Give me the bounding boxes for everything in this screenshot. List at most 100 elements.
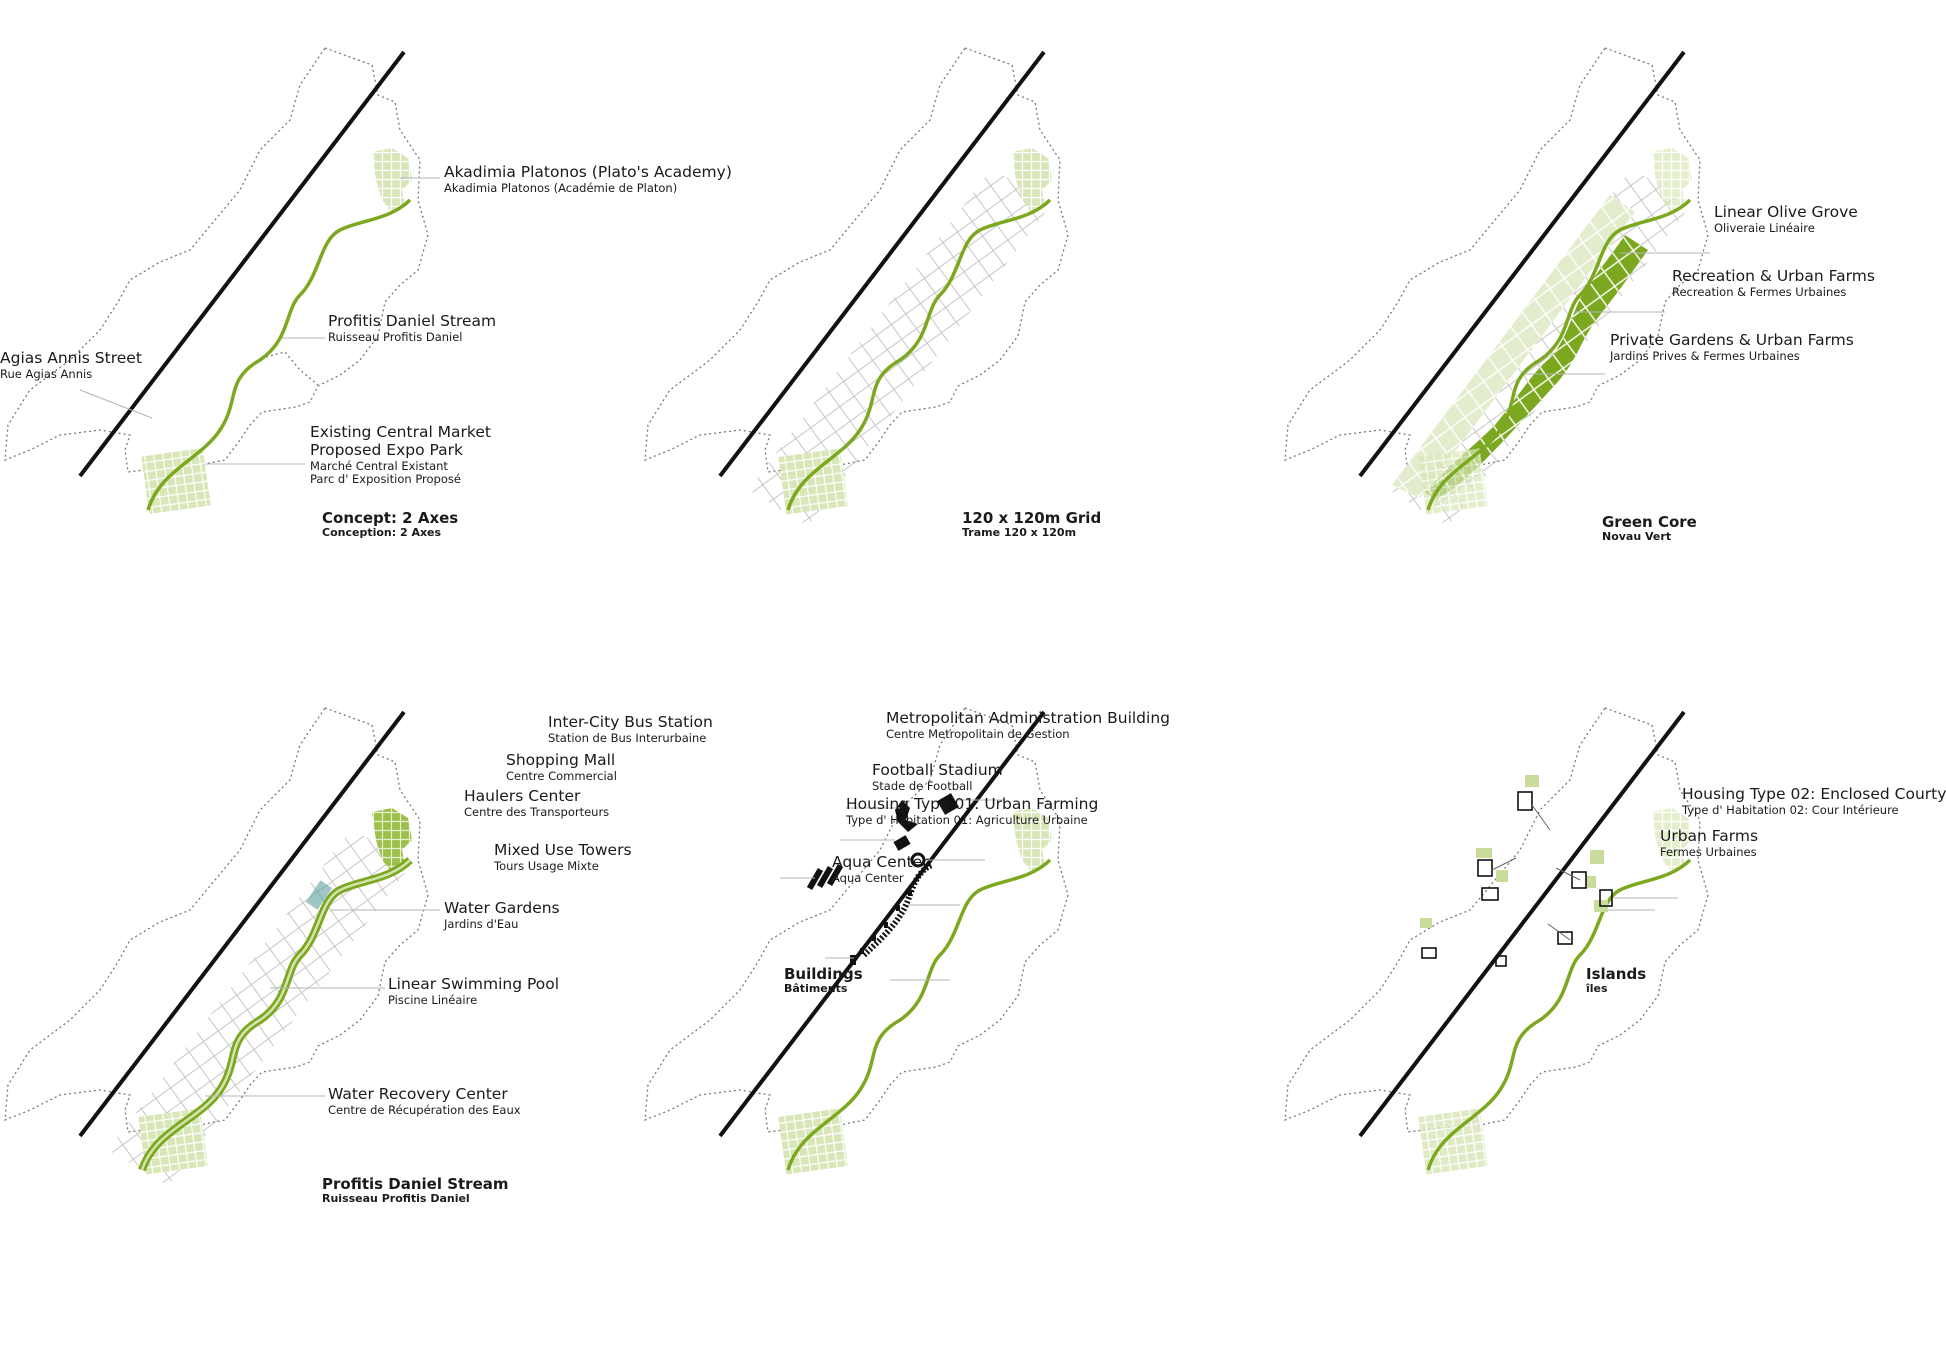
urban-farm-c <box>1496 870 1508 882</box>
courtyard-house-a <box>1517 791 1533 811</box>
academy-area <box>372 148 412 212</box>
stream-pool-inner <box>140 859 411 1171</box>
island-link-a <box>1531 804 1551 831</box>
grid-strip <box>108 828 410 1186</box>
islands-diagram <box>1284 707 1709 1175</box>
academy-area <box>1652 808 1692 872</box>
concept-diagram <box>4 47 440 515</box>
courtyard-house-c <box>1481 887 1499 901</box>
water-recovery-area <box>138 1108 208 1175</box>
courtyard-house-e <box>1599 889 1613 907</box>
urban-farm-d <box>1590 850 1604 864</box>
haulers-building-c <box>826 863 844 887</box>
axis-street <box>718 50 1046 478</box>
urban-farm-e <box>1586 876 1596 888</box>
axis-stream <box>786 858 1052 1171</box>
olive-grove-zone <box>1392 195 1635 498</box>
mixed-use-tower-d <box>884 922 888 928</box>
axis-stream <box>786 198 1052 511</box>
mixed-use-tower-a <box>850 955 856 965</box>
water-gardens-area <box>305 880 333 910</box>
courtyard-house-g <box>1421 947 1437 959</box>
leader-street <box>79 389 153 419</box>
axis-stream <box>1426 858 1692 1171</box>
expo-park-area <box>778 448 848 515</box>
axis-street <box>718 710 1046 1138</box>
bus-station-building <box>895 800 918 832</box>
green-core-diagram <box>1284 47 1710 526</box>
expo-park-area <box>1418 1108 1488 1175</box>
island-link-d <box>1547 923 1571 941</box>
academy-area <box>1652 148 1692 212</box>
haulers-building-b <box>816 865 834 889</box>
grid-diagram <box>644 47 1069 526</box>
island-link-c <box>1555 867 1581 881</box>
courtyard-house-d <box>1571 871 1587 889</box>
admin-building <box>937 793 959 815</box>
stream-diagram <box>4 707 440 1186</box>
courtyard-house-b <box>1477 859 1493 877</box>
axis-street <box>1358 710 1686 1138</box>
site-boundary <box>4 47 429 473</box>
site-boundary <box>644 707 1069 1133</box>
mixed-use-tower-c <box>872 935 876 941</box>
haulers-building-a <box>806 867 824 891</box>
courtyard-house-f <box>1557 931 1573 945</box>
buildings-diagram <box>644 707 1069 1175</box>
urban-farm-g <box>1420 918 1432 928</box>
axis-stream <box>1426 198 1692 511</box>
academy-area <box>1012 148 1052 212</box>
mixed-use-tower-b <box>860 948 864 954</box>
axis-street <box>78 710 406 1138</box>
academy-area <box>1012 808 1052 872</box>
urban-farms-zone <box>1425 235 1648 500</box>
axis-street <box>1358 50 1686 478</box>
academy-area <box>372 808 412 872</box>
urban-farm-b <box>1476 848 1492 858</box>
grid-strip <box>748 168 1050 526</box>
mall-building <box>893 835 911 851</box>
expo-park-area <box>1418 448 1488 515</box>
inner-boundary <box>244 351 319 386</box>
expo-park-area <box>141 447 211 515</box>
site-boundary <box>1284 707 1709 1133</box>
expo-park-area <box>778 1108 848 1175</box>
axis-stream <box>146 198 412 511</box>
stadium-building <box>910 852 926 868</box>
mixed-use-tower-f <box>908 890 912 896</box>
panel-concept: Akadimia Platonos (Plato's Academy)Akadi… <box>0 40 732 680</box>
axis-street <box>78 50 406 478</box>
island-link-b <box>1491 857 1517 871</box>
urban-farm-a <box>1525 775 1539 787</box>
label-academy: Akadimia Platonos (Plato's Academy)Akadi… <box>444 163 732 195</box>
mixed-use-tower-e <box>896 905 900 911</box>
